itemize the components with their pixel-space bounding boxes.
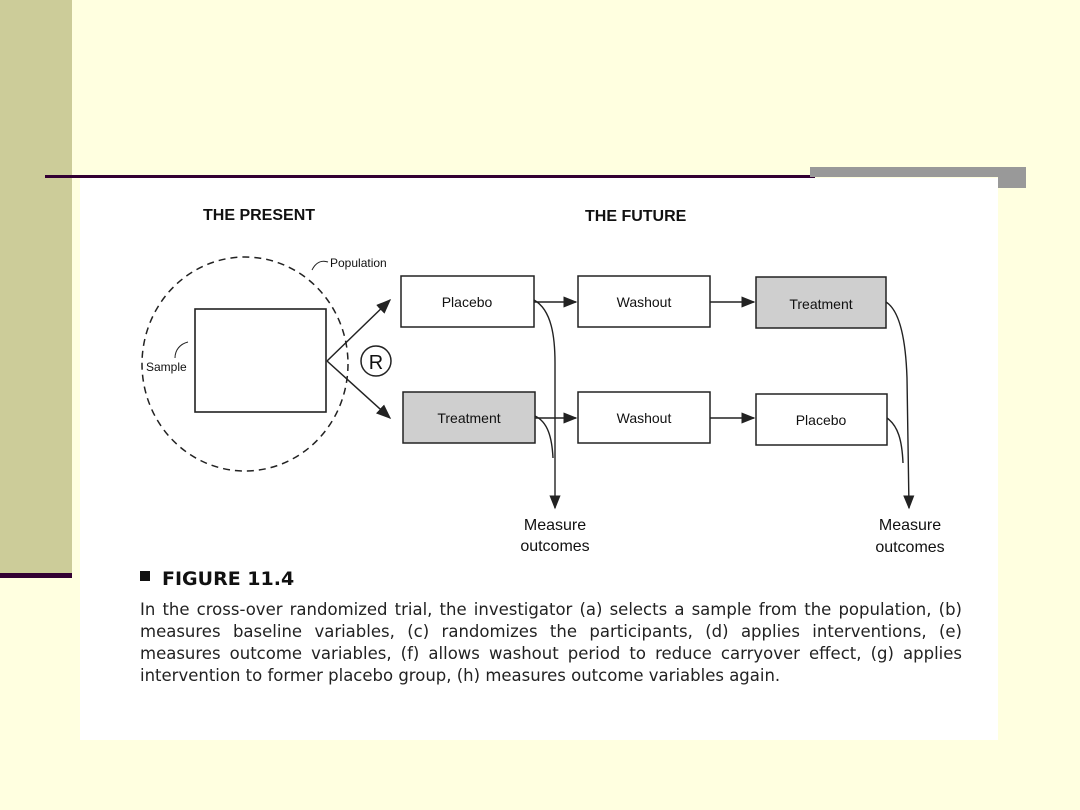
population-label: Population	[330, 256, 387, 270]
top-box-2-label: Washout	[617, 294, 672, 310]
sample-pointer	[174, 341, 189, 359]
figure-title-text: FIGURE 11.4	[162, 568, 295, 590]
measure-left-line1: Measure	[524, 517, 586, 534]
figure-caption: In the cross-over randomized trial, the …	[140, 600, 962, 685]
top-box-3	[755, 276, 887, 329]
measure-arrow-bottom-right	[886, 417, 904, 464]
randomize-circle	[360, 345, 392, 377]
top-box-1-label: Placebo	[442, 294, 493, 310]
population-pointer	[311, 260, 329, 271]
header-future: THE FUTURE	[585, 208, 687, 225]
bottom-box-1-label: Treatment	[437, 410, 500, 426]
left-decor-rule	[0, 573, 72, 578]
measure-left-line2: outcomes	[520, 538, 589, 555]
top-box-1	[400, 275, 535, 328]
sample-box	[194, 308, 327, 413]
header-present: THE PRESENT	[203, 207, 315, 224]
grey-decor-bar	[810, 167, 1026, 177]
bottom-box-2	[577, 391, 711, 444]
sample-label: Sample	[146, 360, 187, 374]
measure-arrow-bottom-left	[534, 415, 554, 459]
top-box-2	[577, 275, 711, 328]
bottom-box-3	[755, 393, 888, 446]
population-circle	[141, 256, 349, 472]
measure-arrow-top-right	[885, 301, 915, 510]
randomize-symbol: R	[369, 352, 383, 374]
bottom-box-2-label: Washout	[617, 410, 672, 426]
arrow-to-treatment	[326, 360, 392, 420]
bullet-square	[140, 570, 150, 581]
top-box-3-label: Treatment	[789, 296, 852, 312]
measure-right-line1: Measure	[879, 517, 941, 534]
left-decor-band	[0, 0, 72, 578]
figure-title: FIGURE 11.4	[140, 568, 294, 590]
top-decor-rule	[45, 175, 815, 178]
measure-right-line2: outcomes	[875, 539, 944, 556]
measure-arrow-top-left	[533, 299, 561, 510]
grey-decor-bar-tab	[998, 177, 1026, 188]
bottom-box-3-label: Placebo	[796, 412, 847, 428]
crossover-diagram: THE PRESENT THE FUTURE Population Sample…	[141, 207, 945, 556]
arrow-to-placebo	[326, 298, 392, 362]
figure-panel: THE PRESENT THE FUTURE Population Sample…	[80, 178, 998, 740]
